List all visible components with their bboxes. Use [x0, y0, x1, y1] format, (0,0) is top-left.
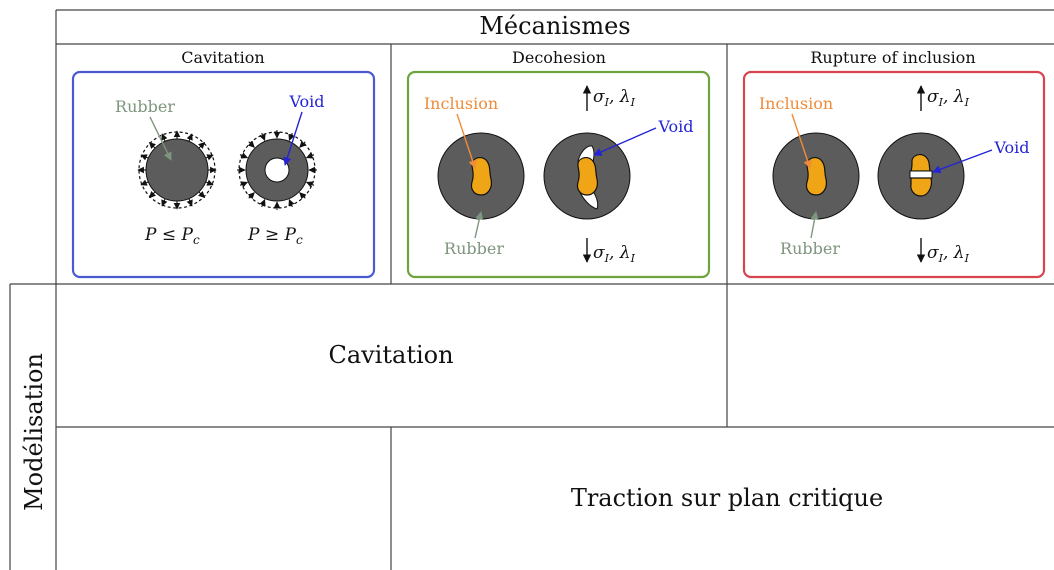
model-traction-label: Traction sur plan critique [571, 484, 883, 512]
decohesion-rubber-label: Rubber [444, 239, 504, 258]
rupture-inclusion-bottom-half [910, 177, 933, 197]
decohesion-column-title: Decohesion [512, 48, 606, 67]
cavitation-void-label: Void [288, 92, 324, 111]
pressure-arrow [186, 133, 193, 142]
cavitation-condition-right: P ≥ Pc [247, 225, 303, 247]
pressure-arrow [205, 154, 214, 161]
cavitation-frame [71, 70, 376, 279]
pressure-arrow [299, 140, 307, 148]
pressure-arrow [288, 198, 295, 208]
cavitation-void [264, 157, 290, 183]
cavitation-void-pointer [283, 111, 303, 166]
decohesion-void-pointer [593, 127, 657, 156]
pressure-arrow [259, 198, 266, 208]
pressure-arrow [148, 141, 156, 149]
cavitation-column-title: Cavitation [181, 48, 264, 67]
cavitation-rubber-pointer [149, 116, 172, 161]
modelisation-side-label: Modélisation [20, 353, 48, 511]
cavitation-condition-left: P ≤ Pc [144, 225, 200, 247]
rupture-frame [742, 70, 1046, 279]
pressure-arrow [239, 152, 249, 159]
rupture-crack-void [909, 170, 933, 179]
pressure-arrow [198, 191, 206, 199]
rupture-inclusion-left [805, 156, 828, 196]
model-cavitation-label: Cavitation [328, 341, 453, 369]
pressure-arrow [161, 133, 168, 142]
rupture-stress-top-label: σI, λI [927, 87, 970, 109]
decohesion-inclusion-left [470, 156, 493, 196]
pressure-arrow [148, 191, 156, 199]
rupture-inclusion-pointer [791, 113, 812, 169]
rupture-void-pointer [932, 149, 993, 174]
decohesion-stress-top-label: σI, λI [593, 87, 636, 109]
table-grid [9, 9, 1054, 570]
decohesion-inclusion-right [576, 156, 599, 196]
pressure-arrow [140, 179, 149, 186]
cavitation-rubber-label: Rubber [115, 97, 175, 116]
pressure-arrow [305, 181, 315, 188]
pressure-arrow [205, 179, 214, 186]
decohesion-frame [406, 70, 711, 279]
pressure-arrow [247, 192, 255, 200]
rupture-void-label: Void [993, 138, 1029, 157]
pressure-arrows-right [237, 130, 317, 210]
rupture-inclusion-label: Inclusion [759, 94, 833, 113]
rupture-rubber-label: Rubber [780, 239, 840, 258]
decohesion-inclusion-pointer [456, 113, 477, 169]
decohesion-panel: σI, λI σI, λI Inclusion Void Rubber [406, 70, 711, 279]
decohesion-void-bottom [579, 190, 599, 210]
pressure-arrow [186, 198, 193, 207]
header-title: Mécanismes [479, 12, 630, 40]
pressure-arrow [259, 132, 266, 142]
cavitation-panel: Rubber Void P ≤ Pc P ≥ Pc [71, 70, 376, 279]
pressure-arrow [247, 140, 255, 148]
pressure-arrow [305, 152, 315, 159]
pressure-arrow [161, 198, 168, 207]
pressure-arrow [239, 181, 249, 188]
pressure-arrow [299, 192, 307, 200]
pressure-arrows-left [137, 130, 217, 210]
rupture-inclusion-top-half [910, 153, 931, 172]
rupture-stress-bottom-label: σI, λI [927, 243, 970, 265]
decohesion-rubber-pointer [474, 211, 484, 239]
pressure-arrow [288, 132, 295, 142]
rupture-panel: σI, λI σI, λI Inclusion Void Rubber [742, 70, 1046, 279]
decohesion-inclusion-label: Inclusion [424, 94, 498, 113]
pressure-arrow [198, 141, 206, 149]
rupture-column-title: Rupture of inclusion [810, 48, 975, 67]
decohesion-stress-bottom-label: σI, λI [593, 243, 636, 265]
rupture-rubber-pointer [810, 211, 819, 239]
rubber-sphere-left [145, 138, 209, 202]
pressure-arrow [140, 154, 149, 161]
decohesion-void-label: Void [657, 117, 693, 136]
